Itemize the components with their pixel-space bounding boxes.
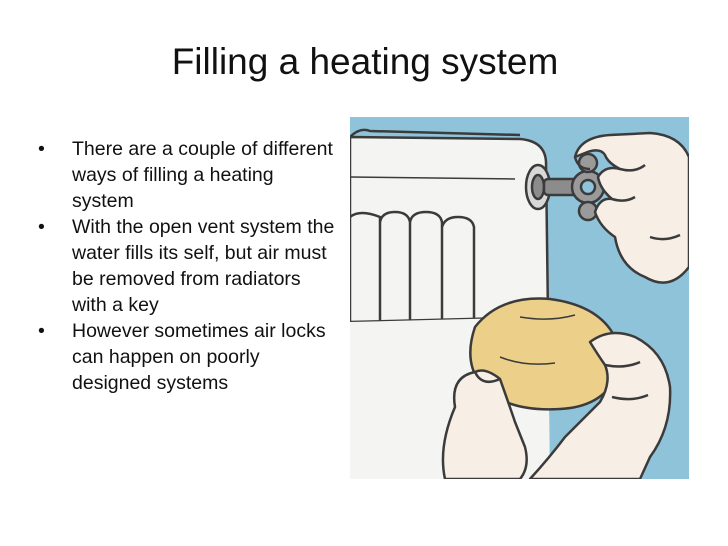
- upper-hand: [573, 131, 689, 284]
- slide-title: Filling a heating system: [171, 41, 559, 82]
- lower-hand: [441, 331, 672, 479]
- bullet-item: • However sometimes air locks can happen…: [38, 318, 338, 396]
- bullet-glyph: •: [38, 320, 45, 342]
- bullet-glyph: •: [38, 216, 45, 238]
- bullet-text: There are a couple of different ways of …: [72, 138, 333, 212]
- radiator-bleeding-illustration: [350, 117, 689, 479]
- bullet-text: With the open vent system the water fill…: [72, 216, 335, 316]
- bullet-item: • There are a couple of different ways o…: [38, 136, 338, 214]
- bullet-item: • With the open vent system the water fi…: [38, 214, 338, 318]
- bullet-glyph: •: [38, 138, 45, 160]
- bullet-list: • There are a couple of different ways o…: [38, 136, 338, 396]
- bullet-text: However sometimes air locks can happen o…: [72, 320, 326, 394]
